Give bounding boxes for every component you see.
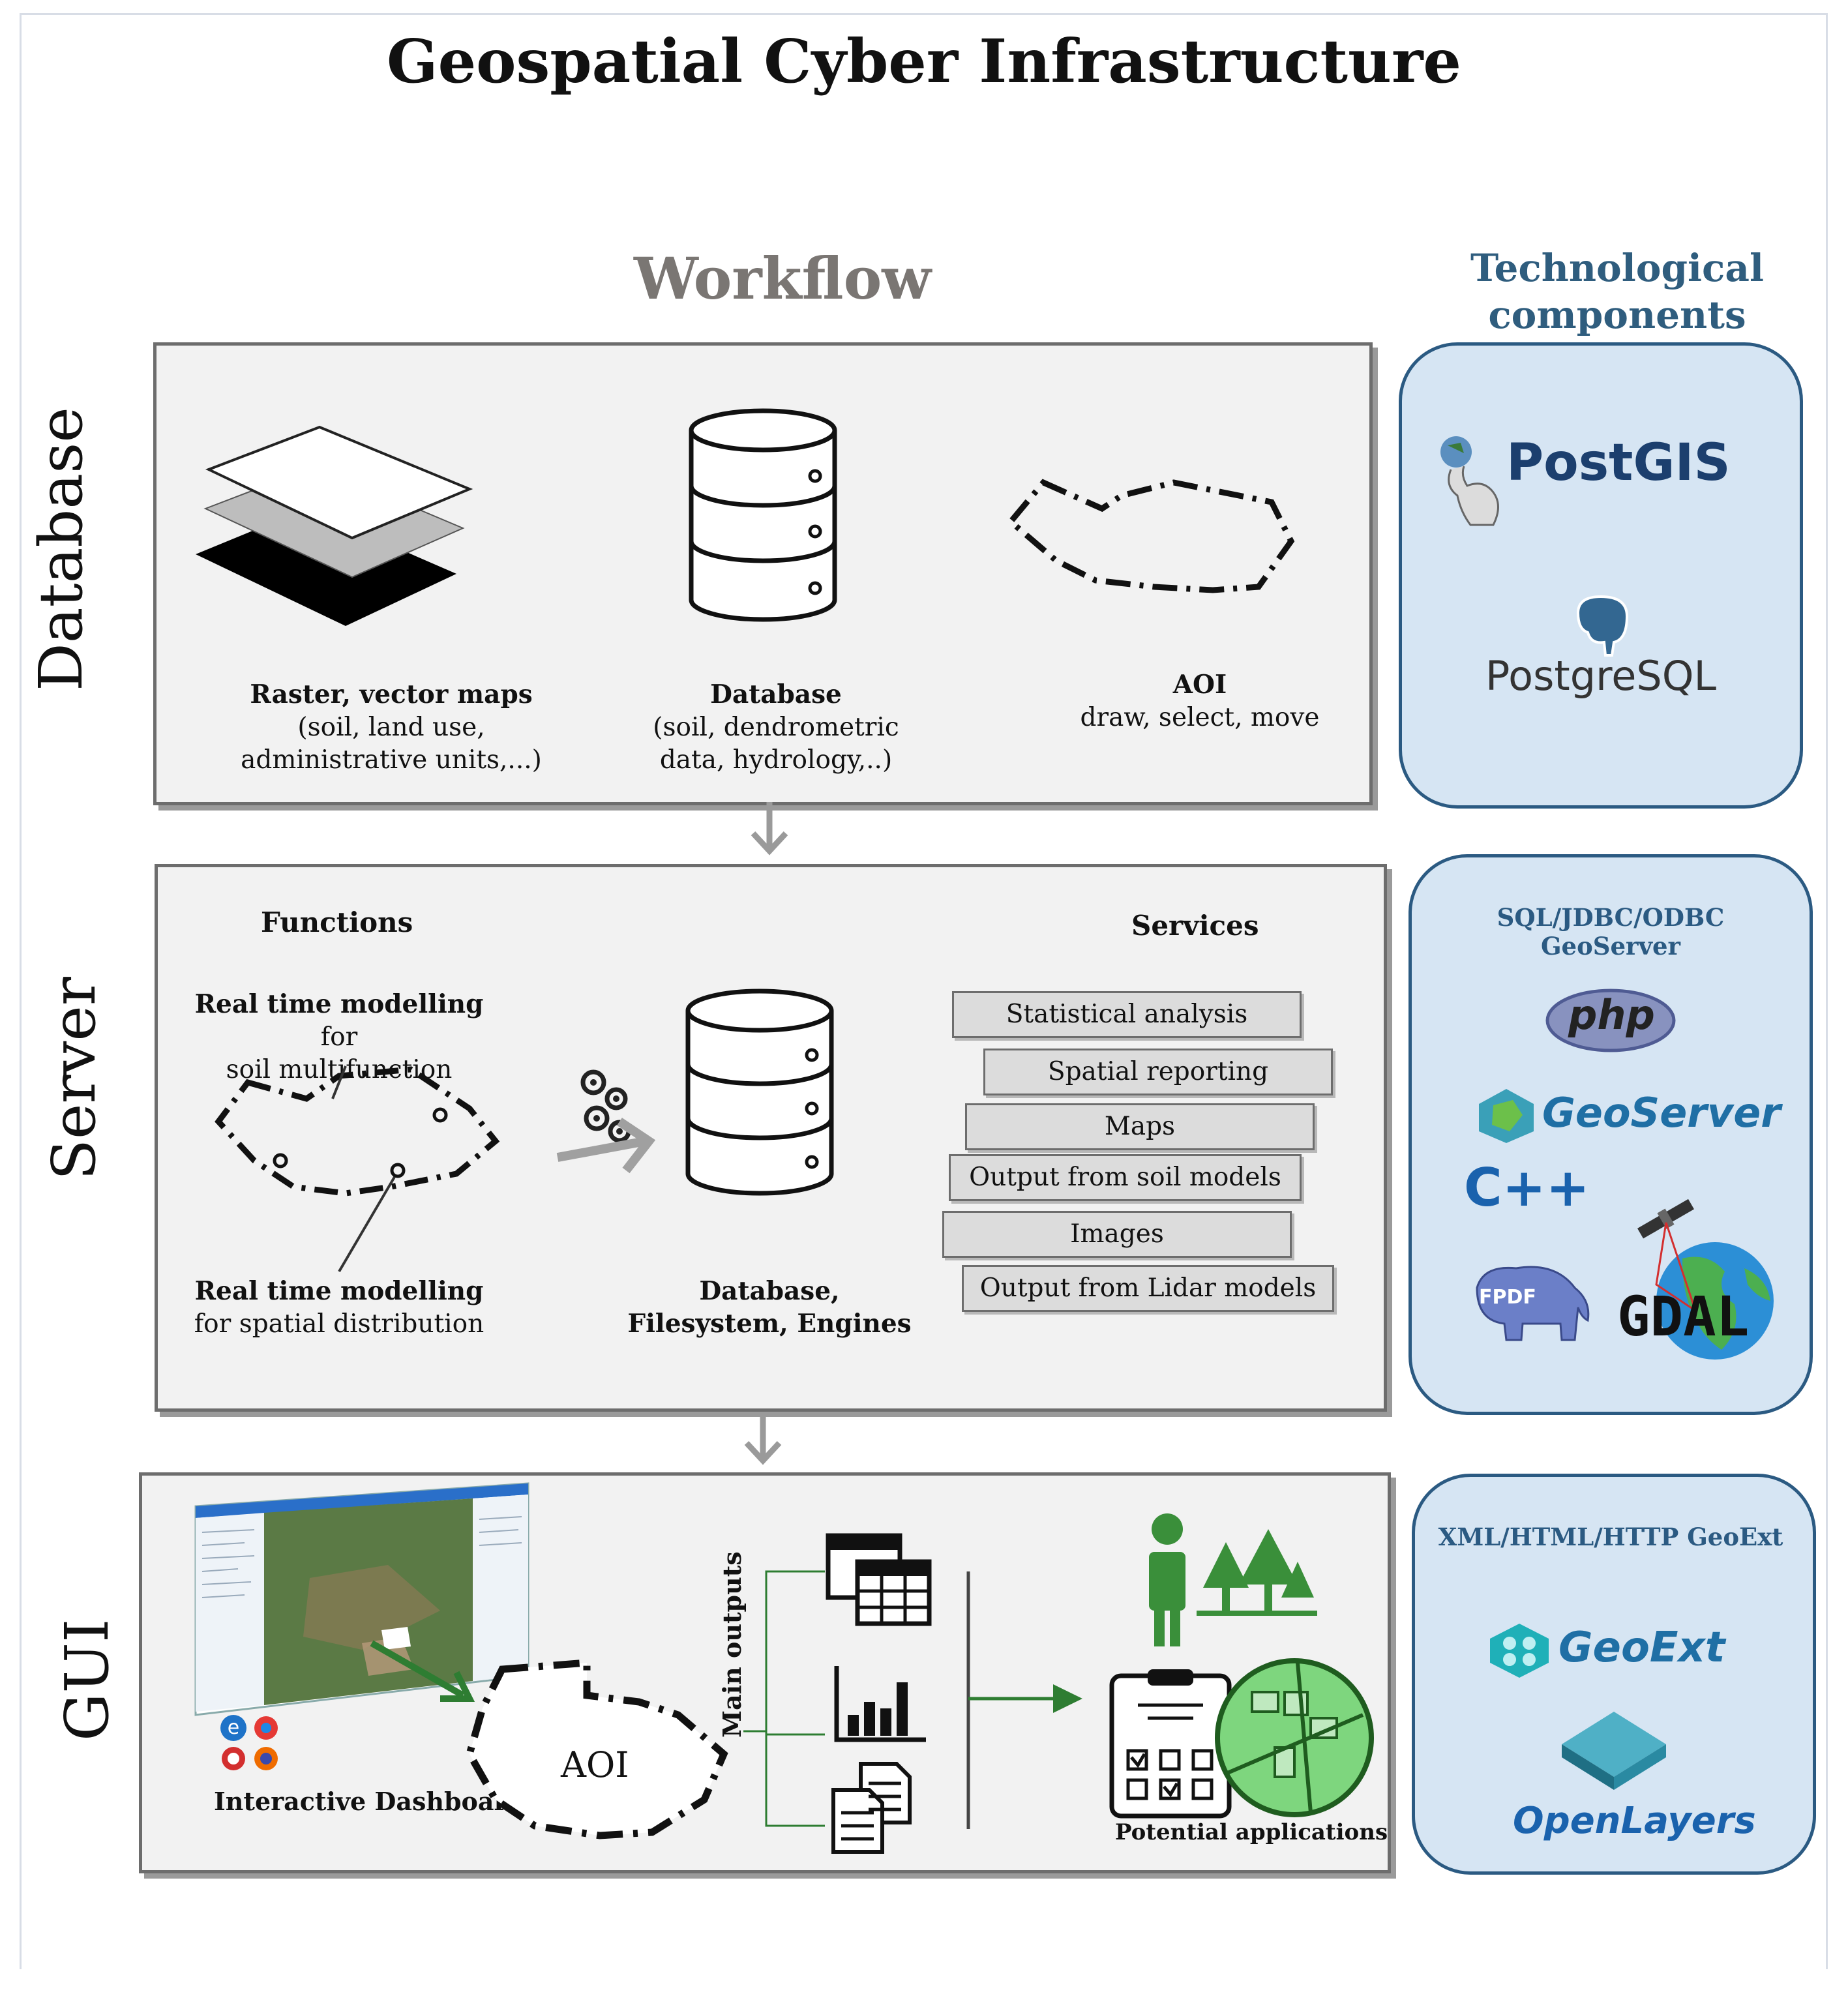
func-top-bold: Real time modelling xyxy=(194,989,484,1019)
outputs-to-apps-arrow-icon xyxy=(966,1571,1082,1829)
server-tech-header: SQL/JDBC/ODBC GeoServer xyxy=(1497,903,1725,960)
process-arrow-icon xyxy=(556,1118,656,1174)
row-label-database: Database xyxy=(26,407,96,691)
frame-left xyxy=(20,13,22,1969)
service-item: Output from soil models xyxy=(949,1154,1302,1201)
engine-caption-line2: Filesystem, Engines xyxy=(627,1309,912,1339)
tech-box-database xyxy=(1399,342,1803,809)
func-bottom-bold: Real time modelling xyxy=(194,1276,484,1306)
tech-box-gui xyxy=(1412,1474,1816,1875)
fpdf-elephant-icon xyxy=(1476,1266,1590,1341)
aoi-shape-icon xyxy=(1006,479,1295,593)
postgis-logo: PostGIS xyxy=(1506,434,1731,492)
browser-icons-icon: e xyxy=(220,1715,278,1770)
engine-database-icon xyxy=(685,989,834,1196)
database-caption-line1: (soil, dendrometric xyxy=(653,713,899,742)
arrow-down-1-icon xyxy=(751,802,788,856)
green-map-icon xyxy=(1215,1658,1374,1817)
table-icon xyxy=(826,1533,932,1626)
frame-right xyxy=(1826,13,1828,1969)
database-caption-line2: data, hydrology,..) xyxy=(659,745,893,775)
services-heading: Services xyxy=(1131,910,1259,942)
fpdf-logo: FPDF xyxy=(1479,1286,1536,1309)
cpp-logo: C++ xyxy=(1464,1157,1590,1218)
main-outputs-label: Main outputs xyxy=(717,1551,747,1738)
php-logo: php xyxy=(1568,991,1655,1039)
database-caption-title: Database xyxy=(710,679,842,709)
gui-aoi-label: AOI xyxy=(561,1744,629,1785)
gui-aoi-shape-icon xyxy=(466,1659,728,1839)
outputs-bracket-icon xyxy=(743,1570,825,1827)
svg-text:e: e xyxy=(228,1716,239,1739)
raster-caption-line1: (soil, land use, xyxy=(297,713,485,742)
row-label-gui: GUI xyxy=(52,1618,122,1741)
functions-heading: Functions xyxy=(261,906,413,938)
geoext-icon xyxy=(1490,1624,1549,1678)
postgresql-logo: PostgreSQL xyxy=(1485,652,1717,700)
row-label-server: Server xyxy=(39,977,109,1180)
geoserver-icon xyxy=(1479,1089,1534,1143)
tech-heading-line1: Technological xyxy=(1470,246,1764,290)
func-bottom-caption: Real time modelling for spatial distribu… xyxy=(170,1275,509,1341)
forester-icon xyxy=(1149,1513,1317,1646)
aoi-caption-title: AOI xyxy=(1172,670,1227,700)
potential-caption: Potential applications xyxy=(1115,1819,1388,1845)
postgresql-elephant-icon xyxy=(1576,595,1629,657)
dashboard-to-aoi-arrow-icon xyxy=(370,1640,475,1702)
dashboard-screenshot-icon xyxy=(194,1482,529,1716)
service-item: Output from Lidar models xyxy=(962,1265,1334,1312)
openlayers-logo: OpenLayers xyxy=(1513,1800,1756,1842)
service-item: Images xyxy=(942,1211,1292,1258)
page-title: Geospatial Cyber Infrastructure xyxy=(387,26,1461,97)
layers-icon xyxy=(196,425,473,626)
raster-caption: Raster, vector maps (soil, land use, adm… xyxy=(235,678,548,777)
gdal-logo: GDAL xyxy=(1617,1285,1750,1348)
gdal-globe-icon xyxy=(1637,1198,1774,1360)
checklist-icon xyxy=(1109,1669,1232,1819)
func-top-rest: for xyxy=(320,1022,358,1052)
gui-tech-header: XML/HTML/HTTP GeoExt xyxy=(1438,1523,1783,1551)
workflow-heading: Workflow xyxy=(633,245,932,312)
aoi-caption-line1: draw, select, move xyxy=(1080,703,1320,732)
bar-chart-icon xyxy=(834,1666,926,1742)
engine-caption-line1: Database, xyxy=(699,1276,840,1306)
service-item: Spatial reporting xyxy=(983,1049,1333,1095)
tech-heading-line2: components xyxy=(1488,293,1746,337)
database-icon xyxy=(689,408,837,622)
service-item: Maps xyxy=(965,1103,1315,1150)
frame-top xyxy=(20,13,1828,15)
documents-icon xyxy=(831,1762,912,1854)
engine-caption: Database, Filesystem, Engines xyxy=(626,1275,913,1340)
raster-caption-line2: administrative units,...) xyxy=(241,745,542,775)
dashboard-caption: Interactive Dashboard xyxy=(214,1787,525,1816)
func-bottom-line2: for spatial distribution xyxy=(194,1309,484,1339)
aoi-caption: AOI draw, select, move xyxy=(1056,668,1343,734)
server-aoi-icon xyxy=(215,1065,500,1273)
geoext-logo: GeoExt xyxy=(1558,1624,1725,1672)
tech-heading: Technological components xyxy=(1422,245,1813,338)
database-caption: Database (soil, dendrometric data, hydro… xyxy=(646,678,906,777)
postgis-elephant-icon xyxy=(1440,436,1499,526)
php-logo-icon xyxy=(1545,989,1676,1052)
openlayers-icon xyxy=(1562,1712,1666,1790)
raster-caption-title: Raster, vector maps xyxy=(250,679,533,709)
geoserver-logo: GeoServer xyxy=(1542,1089,1781,1137)
service-item: Statistical analysis xyxy=(952,991,1302,1038)
arrow-down-2-icon xyxy=(744,1405,782,1465)
